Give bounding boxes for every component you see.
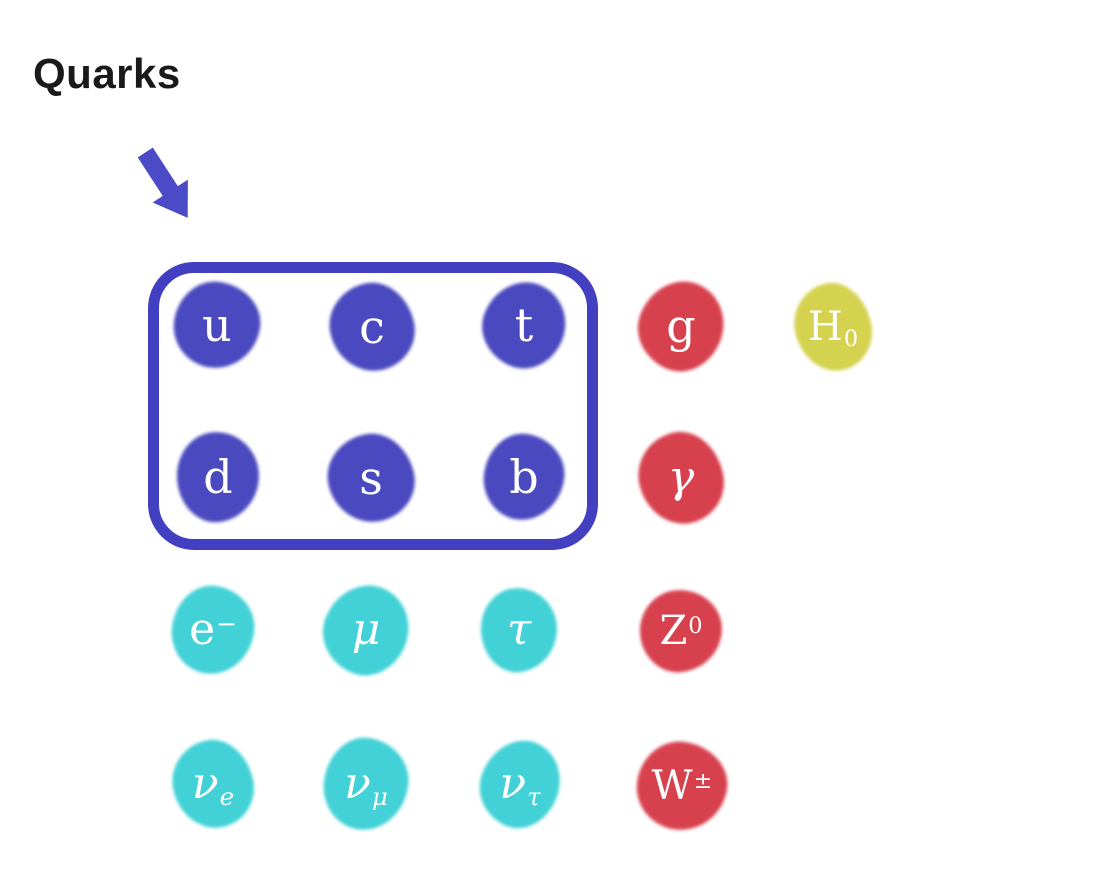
particle-down-quark: d: [173, 428, 263, 526]
particle-label: ντ: [499, 758, 541, 811]
particle-label: νμ: [344, 758, 388, 811]
particle-strange-quark: s: [319, 426, 423, 530]
particle-label: s: [359, 451, 383, 505]
particle-label: g: [666, 299, 696, 353]
quarks-title: Quarks: [33, 50, 181, 97]
particle-up-quark: u: [168, 276, 266, 374]
particle-muon: μ: [310, 572, 422, 688]
quarks-outline-box: [148, 262, 598, 550]
particle-electron: e−: [166, 580, 260, 680]
particle-label: H0: [807, 304, 859, 353]
particle-label: μ: [351, 604, 381, 655]
particle-electron-neutrino: νe: [164, 732, 262, 836]
particle-label: t: [514, 298, 534, 352]
particle-label: W±: [651, 763, 713, 809]
particle-photon: γ: [630, 424, 732, 532]
quarks-arrow-icon: [126, 140, 208, 232]
particle-top-quark: t: [470, 270, 578, 380]
particle-label: u: [202, 298, 232, 352]
particle-tau-neutrino: ντ: [467, 728, 573, 840]
particle-label: d: [203, 450, 233, 504]
particle-z-boson: Z0: [636, 586, 726, 676]
particle-gluon: g: [625, 268, 737, 384]
particle-w-boson: W±: [631, 736, 733, 836]
particle-muon-neutrino: νμ: [318, 732, 414, 836]
particle-label: c: [359, 300, 385, 354]
particle-label: τ: [506, 604, 532, 655]
particle-label: b: [509, 450, 539, 504]
particle-charm-quark: c: [321, 275, 423, 379]
particle-label: νe: [191, 758, 235, 811]
particle-higgs-boson: H0: [786, 276, 880, 378]
particle-tau: τ: [477, 584, 561, 676]
particle-label: γ: [667, 452, 695, 503]
particle-label: e−: [189, 604, 237, 655]
arrow-icon: [137, 147, 188, 218]
particle-bottom-quark: b: [478, 428, 570, 526]
particle-label: Z0: [659, 608, 703, 654]
